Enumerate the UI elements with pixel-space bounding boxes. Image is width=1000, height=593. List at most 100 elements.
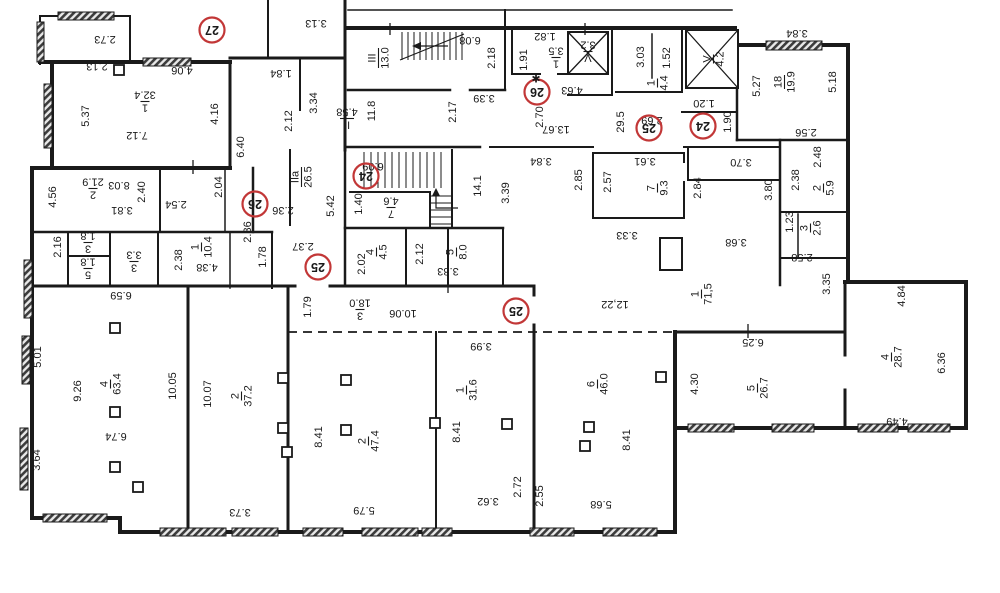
svg-text:12,22: 12,22 (601, 298, 629, 310)
svg-text:5.42: 5.42 (325, 195, 337, 216)
room-number-area-label: 33.3 (126, 249, 141, 274)
svg-text:37.2: 37.2 (243, 385, 255, 406)
dimension-label: 2.72 (512, 476, 524, 497)
svg-text:10.4: 10.4 (203, 236, 215, 257)
svg-text:1: 1 (190, 244, 202, 250)
unit-number-badge: 26 (523, 78, 551, 106)
svg-text:3: 3 (131, 262, 137, 274)
room-number-area-label: 31.8 (80, 230, 95, 255)
dimension-label: 9.26 (72, 380, 84, 401)
dimension-label: 4.06 (171, 64, 192, 76)
column (340, 424, 352, 436)
svg-text:2.73: 2.73 (94, 33, 115, 45)
svg-text:3.03: 3.03 (635, 46, 647, 67)
svg-text:4: 4 (365, 249, 377, 255)
svg-text:1: 1 (455, 387, 467, 393)
svg-text:3: 3 (85, 243, 91, 255)
svg-text:3.70: 3.70 (730, 156, 751, 168)
window-hatch (43, 83, 53, 149)
dimension-label: 3.84 (786, 27, 807, 39)
window-hatch (23, 259, 33, 319)
dimension-label: 8.41 (621, 429, 633, 450)
svg-text:2: 2 (230, 393, 242, 399)
svg-text:26.5: 26.5 (303, 166, 315, 187)
room-number-area-label: 13.5 (548, 45, 563, 70)
svg-text:1: 1 (142, 102, 148, 114)
svg-text:2.02: 2.02 (356, 253, 368, 274)
dimension-label: 1.20 (693, 97, 714, 109)
svg-text:6.74: 6.74 (105, 430, 126, 442)
svg-text:1.91: 1.91 (518, 49, 530, 70)
dimension-label: 2.84 (692, 177, 704, 198)
dimension-label: 6.74 (105, 430, 126, 442)
svg-text:1.52: 1.52 (661, 47, 673, 68)
svg-text:29.5: 29.5 (615, 111, 627, 132)
svg-text:5.37: 5.37 (80, 105, 92, 126)
svg-text:4.5: 4.5 (378, 244, 390, 259)
svg-text:5.9: 5.9 (825, 180, 837, 195)
svg-text:3.84: 3.84 (786, 27, 807, 39)
dimension-label: 3.03 (635, 46, 647, 67)
svg-text:2.84: 2.84 (692, 177, 704, 198)
column (655, 371, 667, 383)
svg-text:3.39: 3.39 (500, 182, 512, 203)
column (583, 421, 595, 433)
svg-text:4.2: 4.2 (715, 51, 727, 66)
dimension-label: 2.36 (272, 204, 293, 216)
dimension-label: 2.17 (447, 101, 459, 122)
dimension-label: 6.25 (742, 336, 763, 348)
dimension-label: 4.16 (209, 103, 221, 124)
svg-text:5.18: 5.18 (827, 71, 839, 92)
svg-text:2.13: 2.13 (86, 60, 107, 72)
dimension-ticks-layer (192, 23, 749, 338)
shafts-layer (567, 29, 739, 271)
unit-number-badge: 25 (635, 114, 663, 142)
svg-text:8.41: 8.41 (451, 421, 463, 442)
svg-text:5: 5 (85, 269, 91, 281)
unit-number: 26 (248, 197, 262, 211)
dimension-label: 2.48 (812, 146, 824, 167)
red-asterisk-mark: ✱ (531, 72, 540, 84)
column (277, 372, 289, 384)
svg-text:11.8: 11.8 (366, 101, 378, 122)
stair-tread (399, 33, 465, 61)
dimension-label: 2.13 (86, 60, 107, 72)
dimension-label: 6.08 (459, 34, 480, 46)
svg-text:1: 1 (690, 291, 702, 297)
window-hatch (907, 423, 951, 433)
dimension-label: 3.80 (763, 179, 775, 200)
svg-text:4.38: 4.38 (196, 261, 217, 273)
dimension-label: 3.64 (31, 449, 43, 470)
dimension-label: 5.79 (353, 504, 374, 516)
svg-text:5.79: 5.79 (353, 504, 374, 516)
svg-text:6.36: 6.36 (936, 352, 948, 373)
svg-text:4.49: 4.49 (886, 415, 907, 427)
svg-text:3.62: 3.62 (477, 495, 498, 507)
svg-text:V: V (702, 55, 714, 63)
svg-text:7.12: 7.12 (126, 129, 147, 141)
room-number-area-label: V3.2 (580, 39, 595, 64)
svg-text:3.80: 3.80 (763, 179, 775, 200)
svg-text:3.81: 3.81 (111, 204, 132, 216)
duct-shaft (659, 237, 683, 271)
svg-text:2.12: 2.12 (414, 243, 426, 264)
svg-text:5.68: 5.68 (590, 498, 611, 510)
room-number-area-label: II4.58 (336, 106, 357, 131)
svg-text:II: II (344, 119, 350, 131)
svg-text:3.5: 3.5 (548, 45, 563, 57)
svg-text:3.68: 3.68 (725, 236, 746, 248)
dimension-label: 1.78 (257, 246, 269, 267)
dimension-label: 4.38 (196, 261, 217, 273)
svg-text:10.06: 10.06 (389, 307, 417, 319)
svg-text:4: 4 (880, 354, 892, 360)
dimension-label: 2.36 (242, 221, 254, 242)
window-hatch (765, 40, 823, 51)
svg-text:5: 5 (445, 249, 457, 255)
